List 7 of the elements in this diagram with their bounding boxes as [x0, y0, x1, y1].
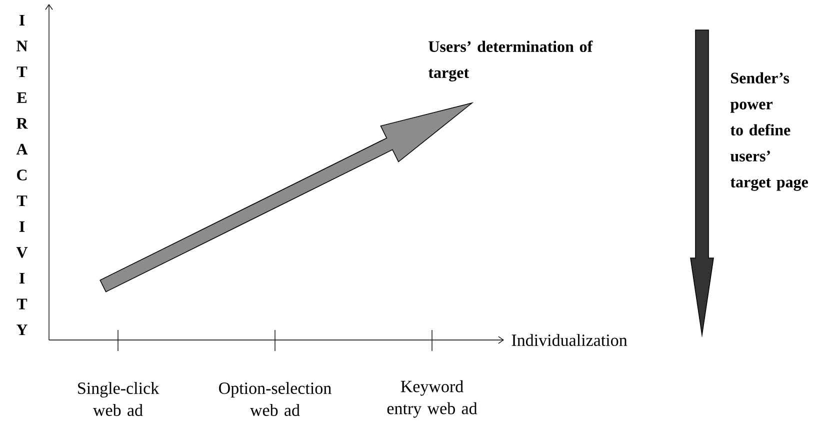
tick-label: Option-selection web ad	[219, 382, 332, 416]
axis-title: Individualization	[512, 334, 628, 346]
tick-label: Single-click web ad	[78, 382, 160, 416]
tick-label: Keyword entry web ad	[387, 380, 478, 418]
axis-title: INTERACTIVITY	[16, 14, 28, 336]
arrow-label: Users’ determination of target	[428, 40, 593, 82]
arrow-label: Sender’s power to define users’ target page	[730, 72, 808, 191]
